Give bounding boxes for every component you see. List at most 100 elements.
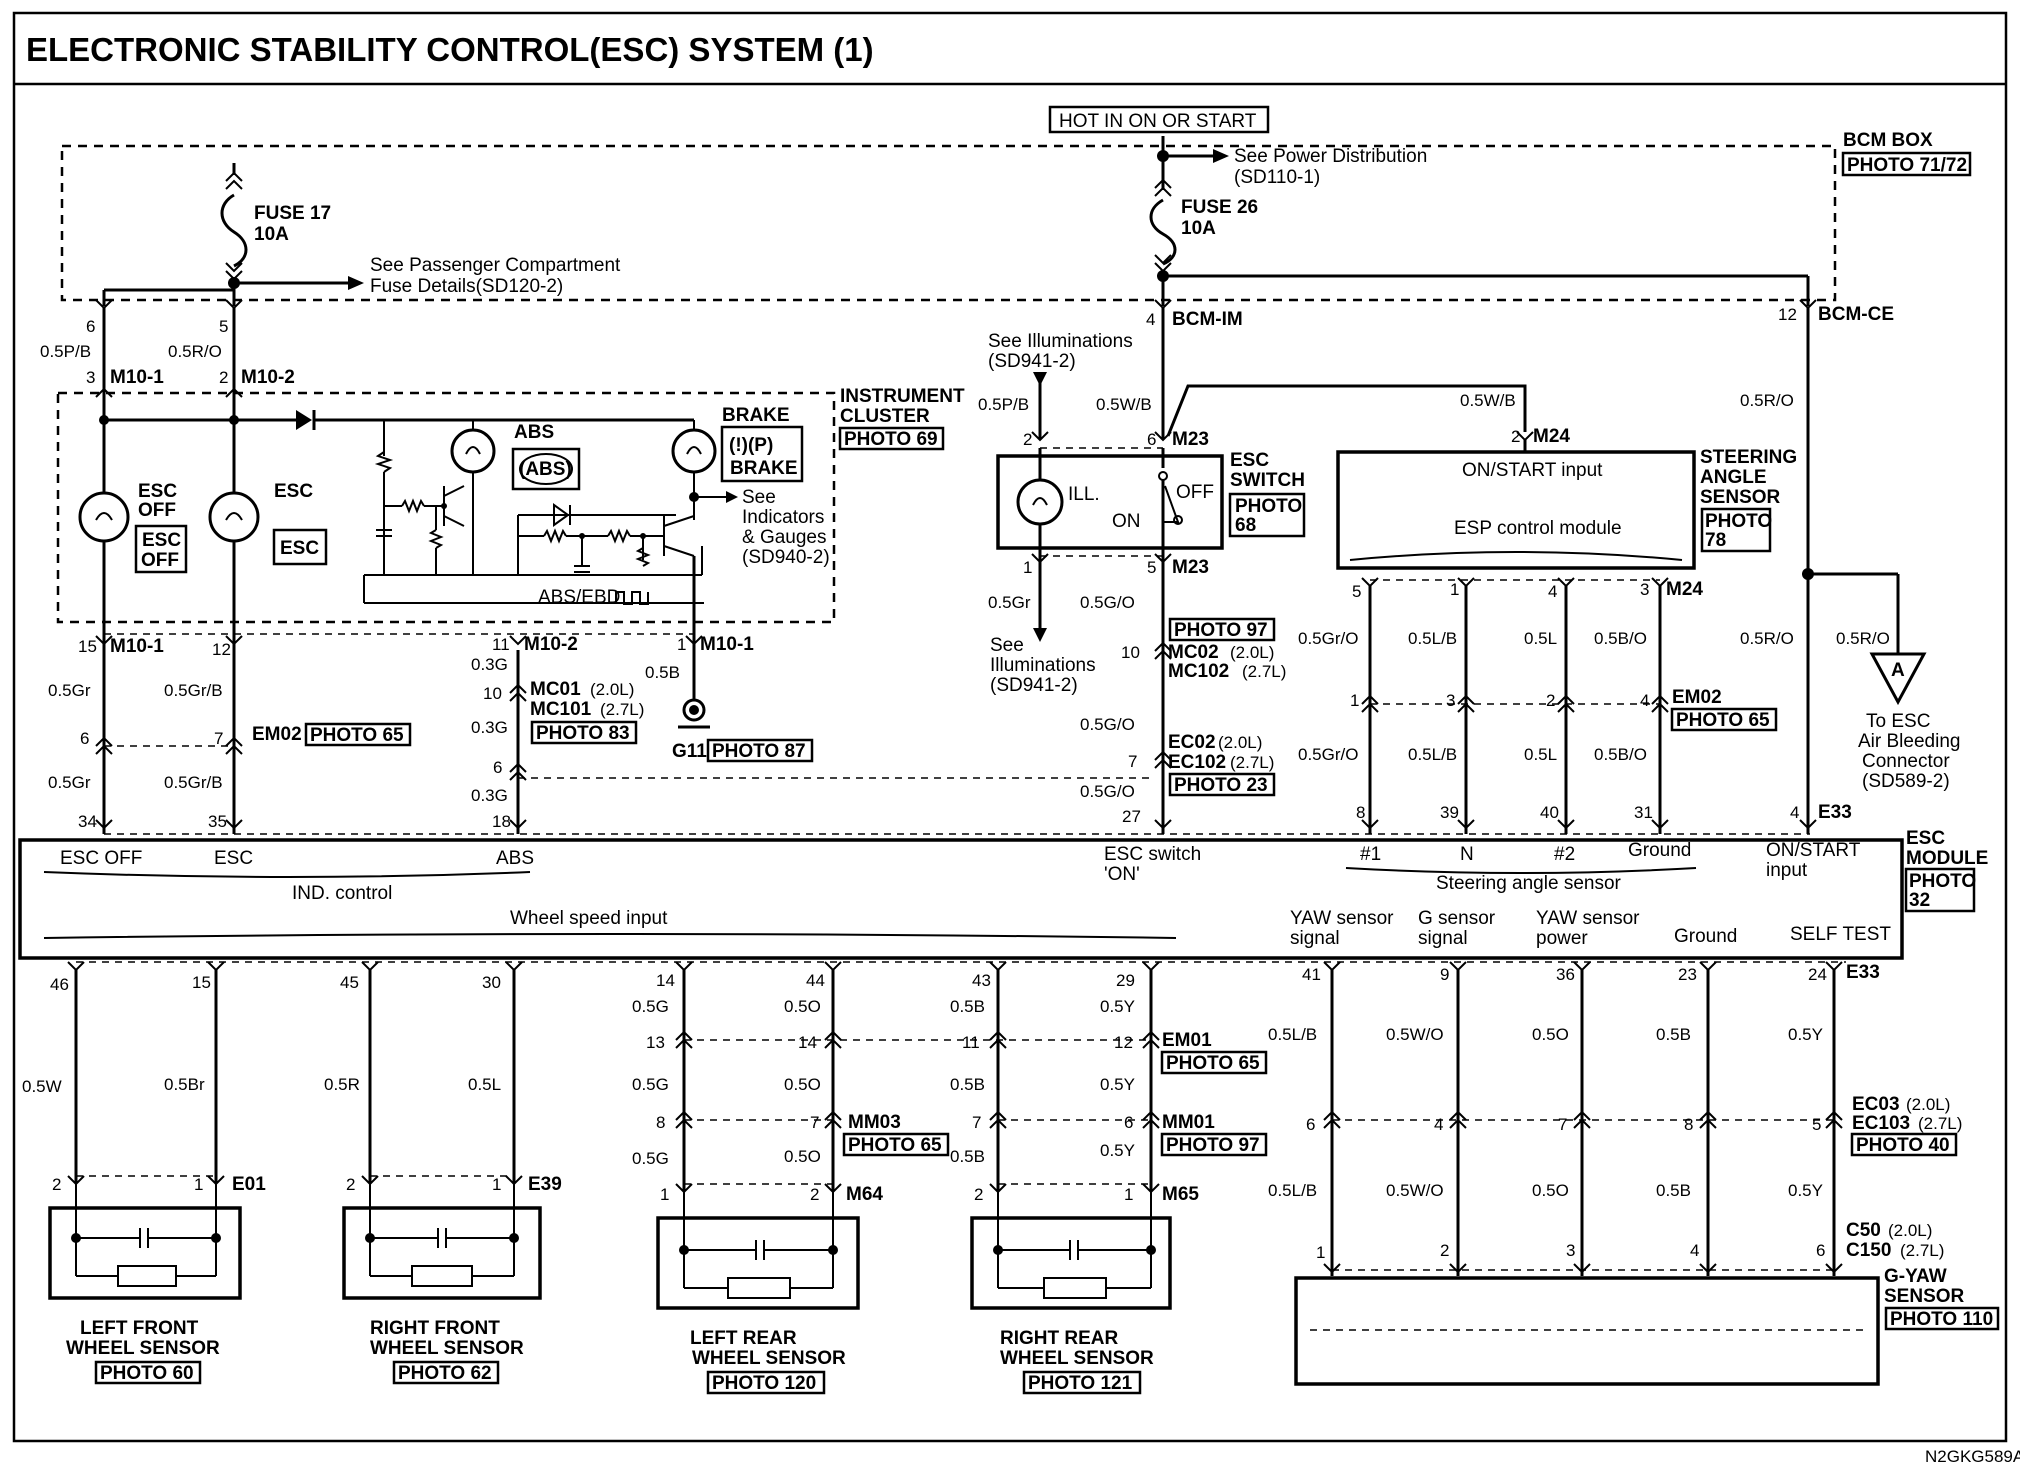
m10-1-top: M10-1 [110, 367, 164, 388]
rf-pin-2: 2 [346, 1175, 355, 1194]
esc-off-icon-2: OFF [141, 550, 179, 571]
wire-y-3: 0.5Y [1100, 1141, 1135, 1160]
esc-off-label-1: ESC [138, 481, 177, 502]
wire-y-yaw-1: 0.5Y [1788, 1025, 1823, 1044]
pin-3: 3 [86, 368, 95, 387]
wire-b-3: 0.5B [950, 1147, 985, 1166]
sas-on-start: ON/START input [1462, 460, 1603, 481]
module-yaw-power-2: power [1536, 928, 1588, 949]
bottom-wiring: 46 15 45 30 14 44 43 29 41 9 36 23 24 E3… [22, 961, 2000, 1386]
pin-m14: 14 [798, 1033, 817, 1052]
pin-m13: 13 [646, 1033, 665, 1052]
module-sas-1: #1 [1360, 844, 1381, 865]
wire-lb-1: 0.5L/B [1408, 629, 1457, 648]
bcm-ce-label: BCM-CE [1818, 304, 1894, 325]
wire-gr-sw: 0.5Gr [988, 593, 1031, 612]
em02-photo: PHOTO 65 [310, 725, 404, 746]
pin-2: 2 [219, 368, 228, 387]
wire-r: 0.5R [324, 1075, 360, 1094]
m23-top: M23 [1172, 429, 1209, 450]
pin-y6: 6 [1306, 1115, 1315, 1134]
module-label: ESC [1906, 828, 1945, 849]
wire-ro-ce-3: 0.5R/O [1836, 629, 1890, 648]
left-front-wheel-sensor: 2 1 E01 LEFT FRONT WHEEL SENSOR PHOTO 60 [48, 1174, 266, 1385]
gyaw-label-1: G-YAW [1884, 1266, 1947, 1287]
em01-photo: PHOTO 65 [1166, 1053, 1260, 1074]
mm01-label: MM01 [1162, 1112, 1215, 1133]
abs-label: ABS [514, 422, 554, 443]
wire-b-2: 0.5B [950, 1075, 985, 1094]
ec03-label: EC03 [1852, 1094, 1900, 1115]
wire-gro-2: 0.5Gr/O [1298, 745, 1358, 764]
pin-1: 1 [677, 635, 686, 654]
pin-4ce: 4 [1790, 803, 1799, 822]
page-frame [12, 11, 2008, 1443]
pin-10b: 10 [1121, 643, 1140, 662]
esc-module: ESC OFF ESC ABS IND. control ESC switch … [18, 828, 1988, 960]
rr-photo: PHOTO 121 [1028, 1373, 1133, 1394]
pin-18: 18 [492, 812, 511, 831]
wire-pb-sw: 0.5P/B [978, 395, 1029, 414]
pin-5: 5 [219, 317, 228, 336]
lr-pin-1: 1 [660, 1185, 669, 1204]
m23-bottom: M23 [1172, 557, 1209, 578]
lr-label-1: LEFT REAR [690, 1328, 797, 1349]
fuse-17: FUSE 17 10A See Passenger Compartment Fu… [102, 163, 621, 306]
pin-y5: 5 [1812, 1115, 1821, 1134]
lf-label-2: WHEEL SENSOR [66, 1338, 220, 1359]
module-abs: ABS [496, 848, 534, 869]
m24-top: M24 [1533, 426, 1570, 447]
sas-mod-pin-31: 31 [1634, 803, 1653, 822]
mc01-spec: (2.0L) [590, 680, 634, 699]
wire-g3-3: 0.3G [471, 786, 508, 805]
wire-grb-1: 0.5Gr/B [164, 681, 223, 700]
m10-1-bottom: M10-1 [110, 636, 164, 657]
pin-2sw: 2 [1023, 430, 1032, 449]
mm01-photo: PHOTO 97 [1166, 1135, 1260, 1156]
pin-w29: 29 [1116, 971, 1135, 990]
pin-w14: 14 [656, 971, 675, 990]
pin-w44: 44 [806, 971, 825, 990]
mc102-spec: (2.7L) [1242, 662, 1286, 681]
wire-wb-1: 0.5W/B [1096, 395, 1152, 414]
pin-6sw: 6 [1147, 430, 1156, 449]
wire-b-yaw-1: 0.5B [1656, 1025, 1691, 1044]
hot-label: HOT IN ON OR START [1059, 111, 1257, 132]
lr-pin-2: 2 [810, 1185, 819, 1204]
right-rear-wheel-sensor: 2 1 M65 RIGHT REAR WHEEL SENSOR PHOTO 12… [970, 1183, 1199, 1395]
sas-mod-pin-8: 8 [1356, 803, 1365, 822]
pin-7b: 7 [1128, 752, 1137, 771]
wire-go-1: 0.5G/O [1080, 593, 1135, 612]
see-indicators-4: (SD940-2) [742, 547, 830, 568]
cluster-label-2: CLUSTER [840, 406, 930, 427]
sas-photo-1: PHOTO [1705, 511, 1772, 532]
right-front-wheel-sensor: 2 1 E39 RIGHT FRONT WHEEL SENSOR PHOTO 6… [342, 1174, 562, 1385]
wire-wo-2: 0.5W/O [1386, 1181, 1444, 1200]
module-on-start-1: ON/START [1766, 840, 1861, 861]
mc-photo: PHOTO 83 [536, 723, 630, 744]
brake-icon-text: BRAKE [730, 458, 798, 479]
pin-6: 6 [86, 317, 95, 336]
ec02-spec: (2.0L) [1218, 733, 1262, 752]
pin-2m24: 2 [1511, 427, 1520, 446]
module-esc-off: ESC OFF [60, 848, 142, 869]
module-esc-switch: ESC switch [1104, 844, 1201, 865]
bcm-im-label: BCM-IM [1172, 309, 1243, 330]
abs-icon: (ABS) [519, 459, 572, 480]
bleed-4: (SD589-2) [1862, 771, 1950, 792]
see-illum-bot-1: See [990, 635, 1024, 656]
e33-top: E33 [1818, 802, 1852, 823]
g11-label: G11 [672, 741, 707, 762]
pin-c6: 6 [1816, 1241, 1825, 1260]
c150-label: C150 [1846, 1240, 1891, 1261]
wire-gr-2: 0.5Gr [48, 773, 91, 792]
sas-label-1: STEERING [1700, 447, 1797, 468]
wire-l-rf: 0.5L [468, 1075, 501, 1094]
mc101-label: MC101 [530, 699, 592, 720]
cluster-label-1: INSTRUMENT [840, 386, 965, 407]
ec102-label: EC102 [1168, 752, 1226, 773]
see-passenger-compartment: See Passenger Compartment [370, 255, 621, 276]
wire-o-2: 0.5O [784, 1075, 821, 1094]
pin-w23: 23 [1678, 965, 1697, 984]
